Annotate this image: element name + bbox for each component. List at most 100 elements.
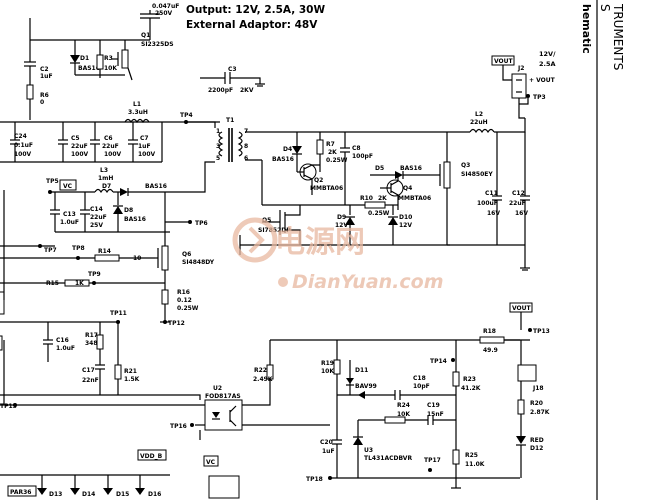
c5-rating: 100V [71,151,89,158]
u3-ref: U3 [364,447,373,454]
d1-part: BAS16 [78,65,100,72]
tp14-label: TP14 [430,358,447,365]
d5-part: BAS16 [400,165,422,172]
r16-rating: 0.25W [177,305,199,312]
top-cut-label: 0.047uF [152,3,179,10]
top-left-section: C2 1uF R6 0 D1 BAS16 R3 10K Q1 SI2325DS [24,10,174,120]
control-compensation-section: TP11 C16 1.0uF R17 348 C17 22nF R21 1.5K [0,190,201,405]
c2-value: 1uF [40,73,53,80]
svg-text:8: 8 [244,143,248,150]
l3-value: 1mH [98,175,113,182]
c3-value: 2200pF [208,87,233,94]
c6-rating: 100V [104,151,122,158]
d4-ref: D4 [283,146,292,153]
d9-ref: D9 [337,214,346,221]
tp17-label: TP17 [424,457,441,464]
svg-text:5: 5 [216,155,220,162]
r21-value: 1.5K [124,376,140,383]
q2-part: MMBTA06 [310,185,343,192]
d12-ref: D12 [530,445,543,452]
c7-rating: 100V [138,151,156,158]
watermark-dot-icon [278,277,288,287]
d13-ref: D13 [49,491,62,498]
q3-part: SI4850EY [461,171,493,178]
d8-ref: D8 [124,207,133,214]
watermark: 电源网 DianYuan.com [232,217,444,293]
l1-value: 3.3uH [128,109,148,116]
tp16-label: TP16 [170,423,187,430]
c12-value: 22uF [509,200,526,207]
r19-ref: R19 [321,360,334,367]
r6-ref: R6 [40,92,49,99]
vc-net-1: VC [63,183,73,190]
r22-value: 2.49K [253,376,273,383]
j2-connector [511,73,527,99]
tp5-label: TP5 [46,178,59,185]
d10-value: 12V [399,222,412,229]
c5-ref: C5 [71,135,80,142]
transformer-section: TP4 T1 1 3 5 7 8 6 [180,112,276,175]
d9-value: 12V [335,222,348,229]
c2-ref: C2 [40,66,49,73]
c3-rating: 2KV [240,87,254,94]
l2-ref: L2 [475,111,483,118]
j18-connector [517,364,537,382]
q2-ref: Q2 [314,177,323,184]
c11-value: 100uF [477,200,498,207]
q3-ref: Q3 [461,162,470,169]
c7-ref: C7 [140,135,149,142]
c8-value: 100pF [352,153,373,160]
d1-ref: D1 [80,55,89,62]
vout-plus-label: + VOUT [529,77,556,84]
vc-net-2: VC [206,459,216,466]
vc-net-box [59,179,77,191]
input-cap-bank: L1 3.3uH C24 0.1uF 100V C5 22uF 100V C6 … [0,101,220,163]
side-title: hematic [580,4,593,54]
t1-ref: T1 [226,117,234,124]
c17-ref: C17 [82,367,95,374]
output-spec-line2: 2.5A [539,60,556,68]
vout-net-2: VOUT [512,305,532,312]
d7-ref: D7 [102,183,111,190]
vout-net-1: VOUT [494,58,514,65]
r7-ref: R7 [326,141,335,148]
q1-part: SI2325DS [141,41,174,48]
l3-ref: L3 [100,167,108,174]
side-brand-1: S [598,4,612,12]
aux-supply-section: TP5 VC L3 1mH D7 BAS16 C13 1.0uF C14 22u… [0,167,206,254]
r22-ref: R22 [254,367,267,374]
c24-rating: 100V [14,151,32,158]
tp8-label: TP8 [72,245,85,252]
c24-value: 0.1uF [14,142,33,149]
c13-ref: C13 [63,211,76,218]
d11-ref: D11 [355,367,368,374]
r15-ref: R15 [46,280,59,287]
r24-ref: R24 [397,402,410,409]
output-stage: L2 22uH Q3 SI4850EY C11 100uF 16V C12 22… [365,50,556,271]
r10-ref: R10 [360,195,373,202]
r16-ref: R16 [177,289,190,296]
c11-ref: C11 [485,190,498,197]
tp9-label: TP9 [88,271,101,278]
tp4-label: TP4 [180,112,193,119]
q6-ref: Q6 [182,251,191,258]
bottom-diodes-section: VDD_B VC PAR36 D13 D14 D15 D16 [0,449,240,499]
j18-ref: J18 [532,385,544,392]
c6-value: 22uF [102,143,119,150]
output-spec-title: Output: 12V, 2.5A, 30W [186,4,325,16]
r15-value: 1K [75,280,84,287]
c16-ref: C16 [56,337,69,344]
bottom-connector-box [208,475,240,499]
watermark-cn: 电源网 [275,225,365,260]
u2-ref: U2 [213,385,222,392]
d16-ref: D16 [148,491,161,498]
q4-part: MMBTA06 [398,195,431,202]
svg-text:6: 6 [244,155,248,162]
output-spec-line1: 12V/ [539,50,556,58]
r7-rating: 0.25W [326,157,348,164]
c14-ref: C14 [90,206,103,213]
tp12-label: TP12 [168,320,185,327]
c3-ref: C3 [228,66,237,73]
c18-ref: C18 [413,375,426,382]
d8-part: BAS16 [124,216,146,223]
